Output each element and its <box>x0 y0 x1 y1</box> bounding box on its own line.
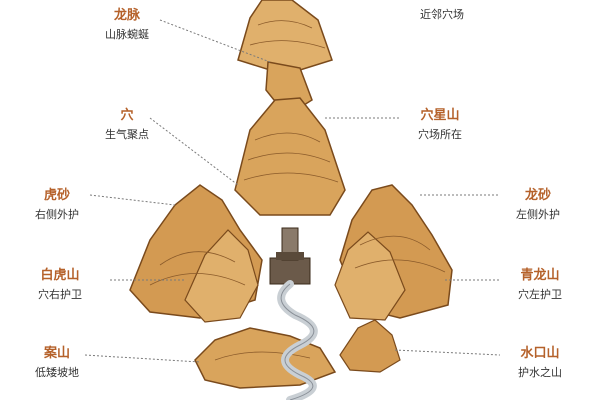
top-peak <box>237 0 333 71</box>
tomb-structure <box>269 227 311 285</box>
label-longmai-sub: 山脉蜿蜒 <box>105 28 149 42</box>
label-xue-sub: 生气聚点 <box>105 128 149 142</box>
label-longsha-sub: 左侧外护 <box>516 208 560 222</box>
label-qinglongshan: 青龙山 穴左护卫 <box>500 268 580 302</box>
leader-shuikoushan <box>394 349 501 356</box>
label-top-right: 近邻穴场 <box>402 8 482 22</box>
label-longsha: 龙砂 左侧外护 <box>500 188 576 222</box>
label-huyasha-title: 虎砂 <box>43 188 70 203</box>
label-anshan: 案山 低矮坡地 <box>22 346 92 380</box>
label-anshan-sub: 低矮坡地 <box>35 366 79 380</box>
label-xuexingshan-sub: 穴场所在 <box>418 128 462 142</box>
label-huyasha: 虎砂 右侧外护 <box>22 188 92 222</box>
label-anshan-title: 案山 <box>43 346 70 361</box>
label-longsha-title: 龙砂 <box>524 188 551 203</box>
label-longmai: 龙脉 山脉蜿蜒 <box>92 8 162 42</box>
label-baihushan: 白虎山 穴右护卫 <box>22 268 98 302</box>
inner-right-ridge <box>334 231 406 321</box>
shuikou-hill <box>339 319 401 373</box>
label-qinglongshan-sub: 穴左护卫 <box>518 288 562 302</box>
label-xuexingshan-title: 穴星山 <box>420 108 460 123</box>
label-qinglongshan-title: 青龙山 <box>520 268 560 283</box>
label-shuikoushan-title: 水口山 <box>520 346 560 361</box>
label-huyasha-sub: 右侧外护 <box>35 208 79 222</box>
xuexing-mountain <box>234 97 346 216</box>
label-xue-title: 穴 <box>120 108 134 123</box>
leader-huyasha <box>89 194 176 206</box>
label-shuikoushan: 水口山 护水之山 <box>500 346 580 380</box>
leader-xue <box>149 117 239 186</box>
label-xuexingshan: 穴星山 穴场所在 <box>400 108 480 142</box>
leader-anshan <box>84 354 201 363</box>
label-xue: 穴 生气聚点 <box>92 108 162 142</box>
label-baihushan-sub: 穴右护卫 <box>38 288 82 302</box>
label-shuikoushan-sub: 护水之山 <box>518 366 562 380</box>
label-baihushan-title: 白虎山 <box>40 268 80 283</box>
label-longmai-title: 龙脉 <box>113 8 140 23</box>
contour-lines <box>149 20 446 361</box>
label-top-right-sub: 近邻穴场 <box>420 8 464 21</box>
inner-left-ridge <box>184 229 259 323</box>
